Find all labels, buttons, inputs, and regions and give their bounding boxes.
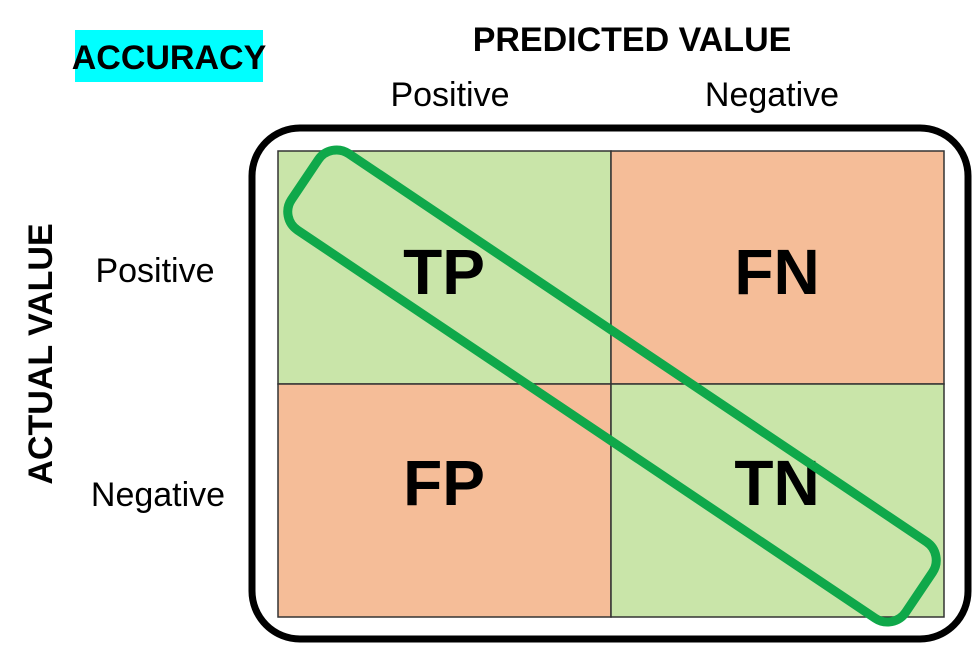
cell-false-negative-label: FN	[734, 236, 819, 308]
predicted-negative-label: Negative	[705, 76, 839, 114]
accuracy-badge-background	[75, 30, 263, 82]
matrix-outer-frame	[248, 124, 972, 643]
cell-true-positive	[277, 150, 612, 385]
cell-true-negative	[610, 383, 945, 618]
cell-false-negative	[610, 150, 945, 385]
actual-negative-label: Negative	[91, 476, 225, 514]
actual-value-title: ACTUAL VALUE	[22, 223, 60, 484]
predicted-value-title: PREDICTED VALUE	[473, 21, 792, 59]
cell-true-positive-label: TP	[403, 236, 485, 308]
cell-false-positive-label: FP	[403, 447, 485, 519]
actual-positive-label: Positive	[95, 252, 214, 290]
diagonal-highlight	[283, 145, 941, 627]
predicted-positive-label: Positive	[390, 76, 509, 114]
accuracy-badge-label: ACCURACY	[72, 39, 267, 77]
cell-false-positive	[277, 383, 612, 618]
